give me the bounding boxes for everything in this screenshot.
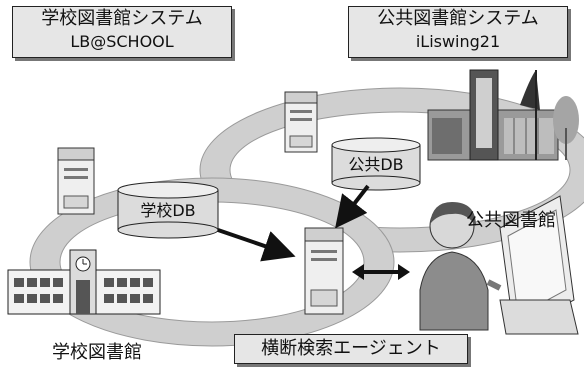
school-db-cylinder: 学校DB — [117, 181, 219, 239]
public-system-title: 公共図書館システム — [377, 8, 539, 29]
public-library-building-icon — [427, 69, 579, 161]
school-db-label: 学校DB — [140, 201, 195, 220]
public-db-label: 公共DB — [348, 155, 403, 174]
school-system-box: 学校図書館システム LB@SCHOOL — [12, 6, 232, 58]
arrow-school-db-to-agent — [217, 228, 296, 262]
user-at-terminal-icon — [419, 195, 579, 335]
school-system-subtitle: LB@SCHOOL — [70, 32, 174, 51]
public-library-label: 公共図書館 — [466, 210, 556, 231]
agent-box: 横断検索エージェント — [234, 334, 468, 364]
agent-title: 横断検索エージェント — [261, 338, 441, 359]
arrow-public-db-to-agent — [335, 184, 370, 229]
school-library-label: 学校図書館 — [52, 342, 142, 363]
school-system-title: 学校図書館システム — [41, 8, 203, 29]
public-system-box: 公共図書館システム iLiswing21 — [348, 6, 568, 58]
agent-server-icon — [304, 227, 344, 315]
arrow-agent-user-bidirectional — [352, 264, 410, 280]
school-server-icon — [57, 147, 95, 215]
public-system-subtitle: iLiswing21 — [415, 32, 501, 51]
public-server-icon — [284, 91, 318, 153]
public-db-cylinder: 公共DB — [331, 137, 421, 191]
school-library-building-icon — [7, 249, 161, 315]
